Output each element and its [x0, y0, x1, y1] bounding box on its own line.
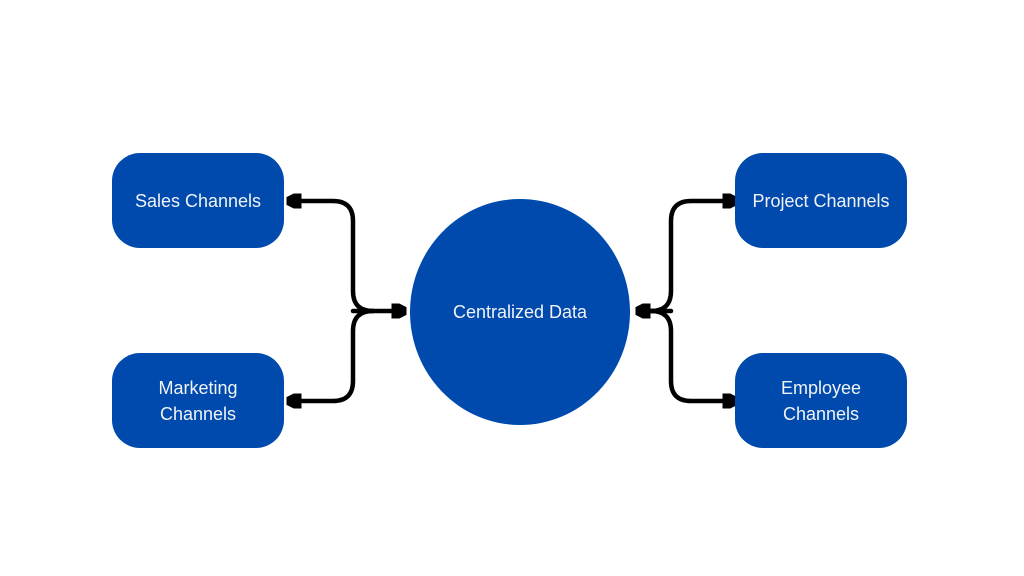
- node-employee-channels-label-line2: Channels: [782, 403, 860, 424]
- edge-center-to-marketing: [291, 308, 376, 401]
- node-centralized-data: Centralized Data: [410, 199, 630, 425]
- node-employee-channels-label-line1: Employee: [780, 377, 862, 398]
- edge-center-to-employee: [648, 308, 733, 401]
- node-sales-channels: Sales Channels: [112, 153, 284, 248]
- connector-left: [291, 201, 402, 401]
- edge-center-to-sales: [291, 201, 376, 314]
- node-marketing-channels-label-line1: Marketing: [158, 377, 238, 398]
- node-project-channels: Project Channels: [735, 153, 907, 248]
- node-employee-channels: Employee Channels: [735, 353, 907, 448]
- connector-right: [640, 201, 733, 401]
- node-sales-channels-label: Sales Channels: [134, 190, 262, 211]
- node-project-channels-label: Project Channels: [752, 190, 890, 211]
- node-centralized-data-label: Centralized Data: [452, 301, 588, 322]
- edge-center-to-project: [648, 201, 733, 314]
- node-marketing-channels: Marketing Channels: [112, 353, 284, 448]
- node-marketing-channels-label-line2: Channels: [159, 403, 237, 424]
